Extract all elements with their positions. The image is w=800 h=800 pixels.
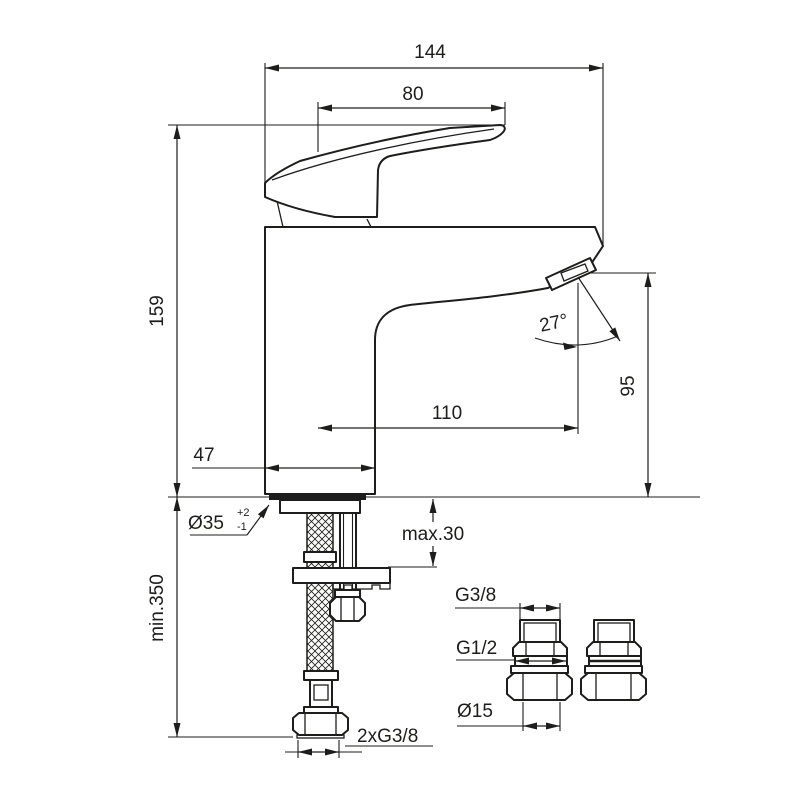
dim-label-min350: min.350 (147, 574, 168, 642)
dimension-handle-length: 80 (318, 84, 505, 112)
angle-arc-27 (534, 335, 619, 346)
adapter-fitting-left (506, 619, 573, 701)
dim-label-27deg: 27° (538, 310, 570, 337)
dim-label-max30: max.30 (402, 524, 464, 545)
dimension-hose-connection: 2xG3/8 (285, 726, 433, 758)
dim-label-159: 159 (147, 295, 168, 327)
cartridge-dome-right (366, 218, 372, 228)
aerator-outline (545, 257, 597, 291)
fitting2-hex-nut (580, 672, 647, 701)
hose-end-body (309, 679, 333, 708)
fitting2-washer (584, 665, 643, 674)
faucet-body (264, 226, 604, 495)
dim-label-144: 144 (414, 42, 446, 63)
cartridge-dome-left (276, 200, 284, 228)
dim-label-110: 110 (432, 403, 462, 424)
fitting1-hex-upper (512, 641, 568, 657)
dimension-spout-reach: 110 (318, 403, 578, 432)
dim-label-g38: G3/8 (455, 585, 496, 606)
fitting2-hex-upper (586, 641, 642, 657)
dimension-outlet-height: 95 (618, 273, 652, 497)
dim-label-2xg38: 2xG3/8 (357, 726, 418, 747)
reference-lines (168, 63, 700, 738)
dimension-total-height: 159 (147, 125, 181, 497)
lever-handle (264, 124, 506, 228)
dimension-hose-length: min.350 (147, 497, 181, 737)
body-outline (264, 226, 604, 495)
hose-ferrule-upper (303, 551, 337, 563)
fitting1-hex-nut (506, 672, 573, 701)
handle-outline (264, 124, 506, 218)
handle-chamfer-line (271, 128, 495, 181)
dim-label-80: 80 (402, 84, 423, 105)
dim-label-dia15: Ø15 (457, 701, 493, 722)
fitting1-washer (510, 665, 569, 674)
dim-label-dia35: Ø35 (188, 513, 224, 534)
dimension-base-depth: 47 (192, 445, 375, 472)
dimension-hole-diameter: Ø35 +2 -1 (188, 504, 270, 536)
hose-nut-washer (296, 734, 345, 739)
adapter-fitting-right (580, 619, 647, 701)
fixing-nut (329, 596, 366, 622)
dimension-fitting-bottom-thread: G1/2 (456, 638, 566, 665)
braided-hose (306, 512, 334, 673)
hose-ferrule-lower (303, 670, 339, 681)
dimension-overall-length: 144 (265, 42, 603, 72)
rod-collar (334, 589, 361, 598)
hole-dia-leader-arrow (246, 504, 270, 536)
base-gasket (269, 494, 366, 500)
under-deck-assembly (269, 494, 391, 739)
mounting-clamp (292, 567, 391, 584)
angle-ray-27 (577, 276, 621, 342)
dim-label-95: 95 (618, 375, 639, 396)
dimension-fitting-pipe-diameter: Ø15 (457, 701, 561, 731)
angle-arc-arrowhead (563, 342, 577, 350)
dim-label-dia35-tol-minus: -1 (237, 521, 247, 533)
dim-label-47: 47 (193, 445, 214, 466)
hose-end-olive (313, 684, 329, 701)
dimension-fitting-top-thread: G3/8 (455, 585, 561, 619)
dim-label-dia35-tol-plus: +2 (237, 507, 250, 519)
dim-label-g12: G1/2 (456, 638, 497, 659)
threaded-shank (279, 499, 361, 514)
hose-nut (292, 712, 349, 736)
aerator-insert (560, 263, 589, 282)
dimension-deck-thickness: max.30 (402, 499, 464, 566)
